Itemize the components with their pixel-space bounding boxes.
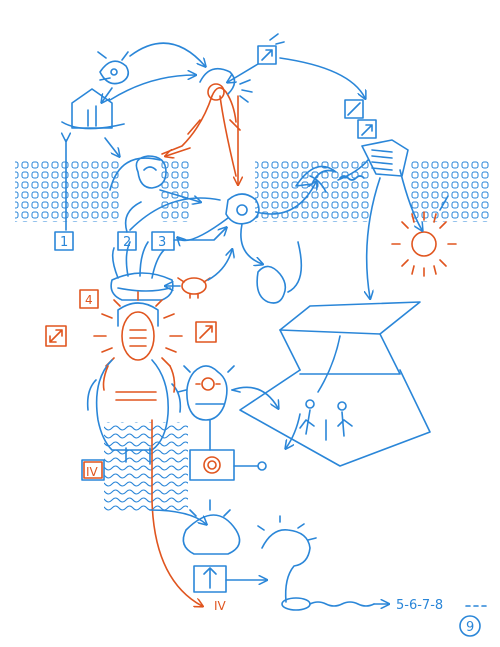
claw-shape	[295, 165, 337, 193]
arrow-wing-to-star	[399, 169, 422, 230]
arrow-box-right-1	[344, 99, 364, 119]
red-arm-lines	[102, 365, 176, 393]
box-4-label: 4	[85, 293, 93, 307]
box-3-label: 3	[158, 235, 166, 250]
page-number: 9	[466, 620, 474, 635]
line-box2-up	[124, 201, 142, 233]
starburst-icon	[391, 211, 457, 277]
red-arrow-to-iv	[151, 419, 202, 606]
arrow-house-to-ear	[104, 137, 119, 156]
face-frame	[117, 302, 159, 327]
box-2-label: 2	[123, 235, 131, 250]
box-3: 3	[151, 231, 175, 251]
target-node	[257, 461, 267, 471]
bottom-tree	[182, 499, 241, 555]
arrow-box-top	[257, 33, 285, 65]
lamp-shape	[257, 515, 317, 611]
arrow-creature-to-figure	[129, 42, 205, 66]
arrow-box-right-2	[357, 119, 377, 139]
figure-head-outline	[199, 67, 253, 103]
loop-left	[109, 157, 161, 191]
line-to-peanut	[287, 241, 303, 293]
red-arrow-box-left	[45, 325, 67, 347]
pot-figure	[177, 365, 241, 421]
pot-face	[195, 377, 221, 391]
central-hub	[225, 193, 260, 225]
dot-grid-band	[15, 160, 490, 222]
radiating-face	[93, 291, 183, 367]
arrow-beetle-to-hub	[207, 250, 232, 281]
house-icon	[61, 88, 125, 130]
tick-near-star	[439, 195, 449, 211]
wave-field	[104, 422, 188, 512]
arrow-box3-to-hub	[173, 228, 226, 241]
peanut-shape	[256, 265, 287, 304]
beetle-icon	[177, 277, 211, 299]
bottom-box	[193, 565, 227, 593]
target-box	[189, 449, 235, 481]
arrow-house-to-figure	[109, 75, 195, 101]
arrow-figure-left	[166, 147, 191, 156]
box-4: 4	[79, 289, 99, 309]
iv-arrow-label: IV	[214, 599, 227, 613]
wave-line	[339, 175, 365, 181]
winged-creature	[97, 51, 130, 85]
box-1-label: 1	[60, 235, 68, 250]
arrow-pot-to-stage	[231, 386, 278, 408]
arrow-wing-to-stage	[367, 177, 381, 298]
loop-lower	[129, 197, 221, 231]
belt-stripes	[115, 391, 157, 401]
arrow-waves-to-tree	[149, 509, 206, 524]
arrow-top-to-right	[279, 57, 365, 98]
box-1: 1	[54, 231, 74, 251]
wing-box	[361, 139, 409, 177]
iv-box-label: IV	[86, 465, 99, 479]
iv-box: IV	[81, 459, 105, 481]
arrow-hub-to-bean	[240, 223, 262, 264]
sequence-label: 5-6-7-8	[396, 598, 443, 613]
running-figure	[161, 83, 241, 177]
arrow-stage-down	[286, 413, 301, 448]
wave-connector	[337, 159, 369, 181]
box-2: 2	[117, 231, 137, 251]
arrow-hub-to-claw	[255, 182, 316, 215]
squiggle-line	[309, 601, 375, 607]
stage-box	[239, 301, 431, 467]
stick-figures	[299, 399, 353, 441]
arrow-creature-to-house	[102, 87, 113, 102]
red-arrow-box-right	[195, 321, 217, 343]
page-number-mark: 9	[459, 615, 481, 637]
arrow-box-to-figure	[228, 63, 259, 82]
arrow-ear-to-center	[159, 189, 200, 202]
